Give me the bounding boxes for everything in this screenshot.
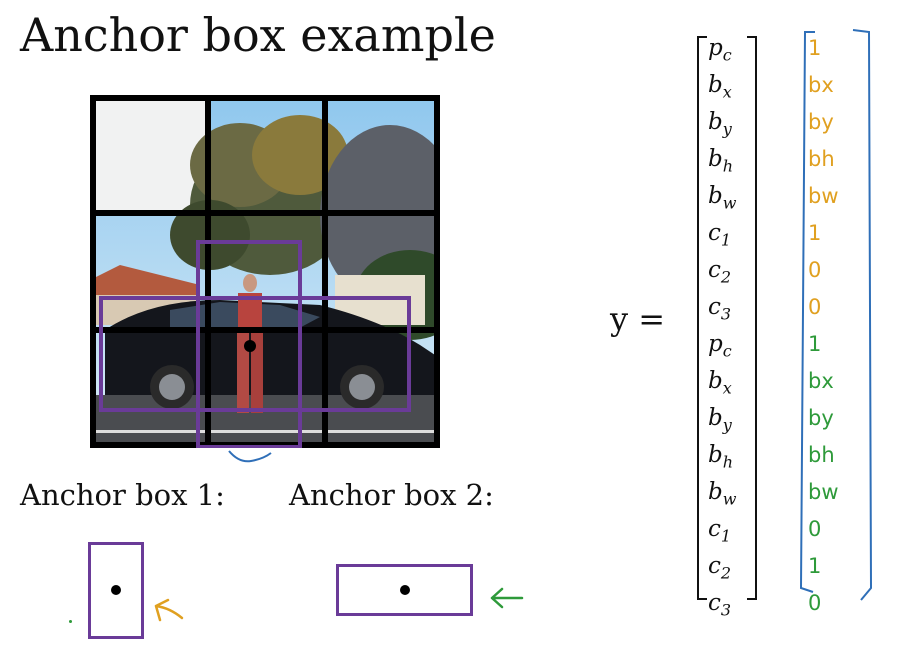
handwritten-value: bh — [808, 147, 835, 171]
anchor-box-1-center-dot — [111, 585, 121, 595]
vector-entry: bx — [708, 363, 763, 400]
car-box — [99, 296, 411, 412]
handwritten-value: 0 — [808, 258, 822, 282]
anchor-box-1-label: Anchor box 1: — [20, 478, 225, 512]
vector-entry-base: b — [708, 442, 723, 468]
vector-entry-subscript: 1 — [720, 526, 732, 546]
vector-entry: bx — [708, 67, 763, 104]
vector-entry-subscript: 2 — [720, 563, 732, 583]
vector-entry-subscript: w — [722, 193, 737, 213]
vector-entry-subscript: h — [722, 156, 734, 176]
handwritten-value: bx — [808, 369, 834, 393]
anchor-box-2-shape — [336, 564, 473, 616]
vector-entry-base: b — [708, 368, 723, 394]
handwritten-value: 0 — [808, 517, 822, 541]
orange-arrow-icon — [154, 598, 184, 622]
vector-entry-subscript: h — [722, 452, 734, 472]
vector-entry: bh — [708, 141, 763, 178]
handwritten-value: by — [808, 110, 834, 134]
handwritten-value: bw — [808, 184, 839, 208]
vector-entry-base: c — [708, 553, 721, 579]
vector-entry-base: c — [708, 590, 721, 616]
green-arrow-icon — [490, 587, 524, 609]
vector-entry-subscript: w — [722, 489, 737, 509]
handwritten-value: bh — [808, 443, 835, 467]
vector-entry: c3 — [708, 585, 763, 622]
handwritten-value: 1 — [808, 221, 822, 245]
stray-mark — [69, 620, 72, 623]
vector-entry: c1 — [708, 511, 763, 548]
vector-entry-base: b — [708, 146, 723, 172]
anchor-box-2-center-dot — [400, 585, 410, 595]
slide-title: Anchor box example — [20, 8, 496, 62]
vector-entry-base: c — [708, 516, 721, 542]
vector-entry: pc — [708, 30, 763, 67]
vector-entry: by — [708, 400, 763, 437]
vector-entry-base: c — [708, 294, 721, 320]
handwritten-value: by — [808, 406, 834, 430]
vector-entry-base: b — [708, 405, 723, 431]
vector-entry: c2 — [708, 252, 763, 289]
vector-entry-subscript: 3 — [720, 600, 732, 620]
handwritten-blue-bracket — [799, 29, 873, 601]
handwritten-value: 1 — [808, 332, 822, 356]
handwritten-value: 1 — [808, 36, 822, 60]
vector-entry: bw — [708, 474, 763, 511]
vector-entry-subscript: c — [722, 341, 732, 361]
vector-entry-subscript: y — [722, 119, 732, 139]
street-photo — [90, 95, 440, 448]
vector-entry: pc — [708, 326, 763, 363]
vector-entry-subscript: c — [722, 45, 732, 65]
vector-entry-base: c — [708, 257, 721, 283]
vector-entry-subscript: 2 — [720, 267, 732, 287]
anchor-box-1-shape — [88, 542, 144, 639]
handwritten-value: 1 — [808, 554, 822, 578]
handwritten-value: bx — [808, 73, 834, 97]
pedestrian-box — [196, 240, 302, 448]
vector-entry-subscript: x — [722, 378, 732, 398]
vector-right-bracket — [747, 36, 757, 600]
vector-entry-base: b — [708, 109, 723, 135]
handwritten-value: 0 — [808, 295, 822, 319]
vector-entry-base: b — [708, 479, 723, 505]
vector-entry: bh — [708, 437, 763, 474]
vector-entry-base: c — [708, 220, 721, 246]
handwritten-value: 0 — [808, 591, 822, 615]
vector-entry: by — [708, 104, 763, 141]
vector-entry-base: p — [708, 331, 723, 357]
vector-entry-subscript: y — [722, 415, 732, 435]
vector-entry-base: b — [708, 72, 723, 98]
vector-entry: bw — [708, 178, 763, 215]
blue-scribble-mark — [228, 450, 272, 463]
vector-entry-base: b — [708, 183, 723, 209]
handwritten-value: bw — [808, 480, 839, 504]
vector-entry-base: p — [708, 35, 723, 61]
vector-entry-subscript: 1 — [720, 230, 732, 250]
vector-entry-subscript: 3 — [720, 304, 732, 324]
object-center-dot — [244, 340, 256, 352]
anchor-box-2-label: Anchor box 2: — [289, 478, 494, 512]
vector-entry: c2 — [708, 548, 763, 585]
y-equals-label: y = — [610, 300, 666, 338]
vector-left-bracket — [697, 36, 707, 600]
vector-entry: c1 — [708, 215, 763, 252]
photo-illustration — [90, 95, 440, 448]
vector-entry: c3 — [708, 289, 763, 326]
vector-entry-subscript: x — [722, 82, 732, 102]
